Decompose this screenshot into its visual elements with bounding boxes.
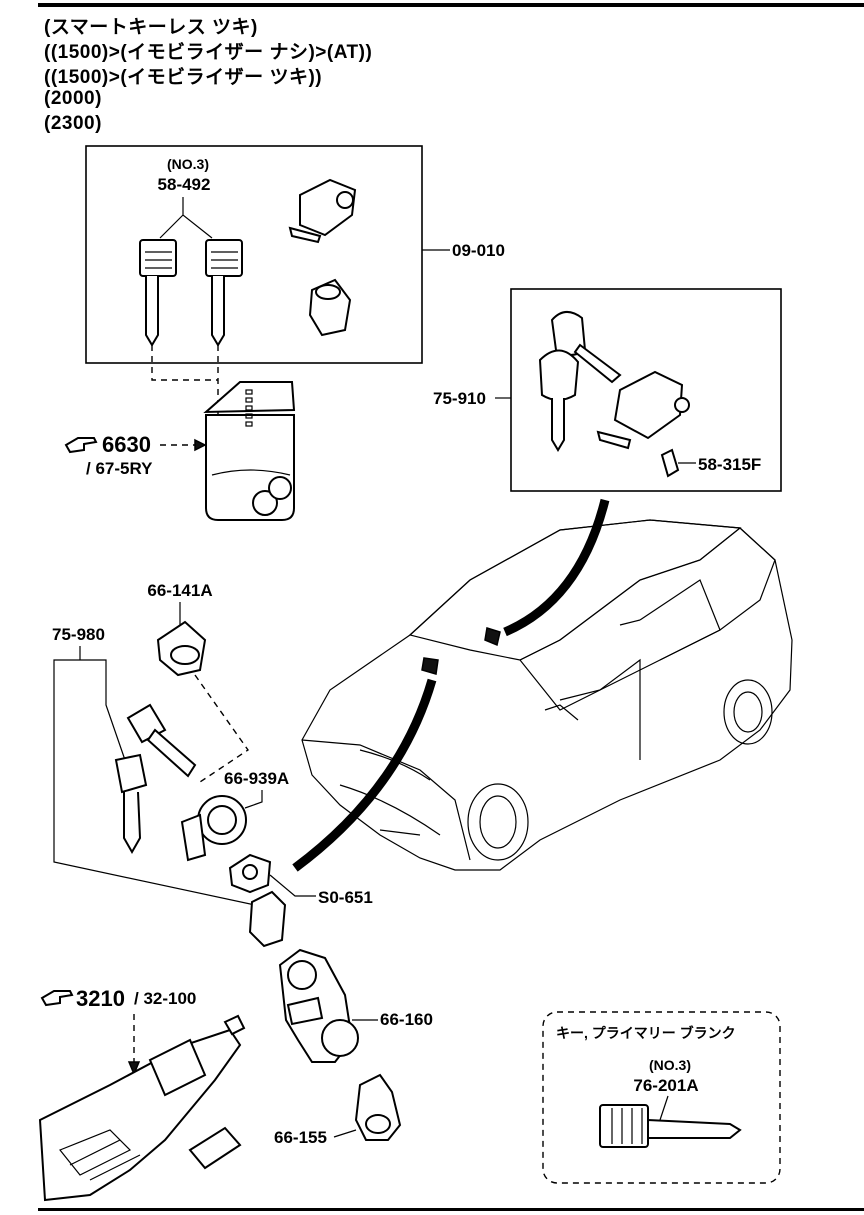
leader-76-201A bbox=[659, 1095, 669, 1121]
hand-pointer-icon-3210 bbox=[40, 990, 74, 1007]
key-58-492-left[interactable] bbox=[139, 239, 177, 347]
leader-75-980 bbox=[53, 646, 256, 906]
cap-66-141A[interactable] bbox=[156, 620, 207, 677]
arrow-3210 bbox=[127, 1061, 141, 1076]
label-58-492[interactable]: 58-492 bbox=[158, 175, 211, 194]
label-75-910[interactable]: 75-910 bbox=[433, 389, 486, 408]
condition-line-5: (2300) bbox=[44, 113, 102, 134]
leader-66-939A bbox=[244, 790, 263, 809]
ref-32-100: / 32-100 bbox=[134, 989, 196, 1008]
label-58-315F[interactable]: 58-315F bbox=[698, 455, 761, 474]
label-76-201A[interactable]: 76-201A bbox=[633, 1076, 698, 1095]
leader-66-155 bbox=[333, 1129, 357, 1138]
blank-key-box bbox=[542, 1011, 781, 1184]
condition-line-4: (2000) bbox=[44, 88, 102, 109]
leader-S0-651 bbox=[269, 874, 316, 897]
key-75-980-upper[interactable] bbox=[126, 703, 197, 778]
condition-line-2: ((1500)>(イモビライザー ナシ)>(AT)) bbox=[44, 42, 373, 63]
top-border bbox=[38, 3, 864, 7]
label-66-155[interactable]: 66-155 bbox=[274, 1128, 327, 1147]
lock-cylinder-66-155[interactable] bbox=[354, 1073, 402, 1141]
blank-key-76-201A[interactable] bbox=[599, 1104, 742, 1148]
blank-key-box-title: キー, プライマリー ブランク bbox=[556, 1025, 736, 1041]
ring-66-939A[interactable] bbox=[180, 795, 247, 862]
label-66-160[interactable]: 66-160 bbox=[380, 1010, 433, 1029]
leader-58-492 bbox=[159, 197, 213, 239]
label-76-201A-note: (NO.3) bbox=[649, 1057, 691, 1073]
vehicle-illustration bbox=[301, 519, 793, 871]
leader-cap-to-ring bbox=[194, 674, 249, 783]
leader-keys-to-fob bbox=[151, 345, 219, 415]
switch-ignition-lower[interactable] bbox=[248, 890, 287, 948]
kit-box-75-910 bbox=[510, 288, 782, 492]
door-handle-highlight bbox=[421, 627, 501, 675]
lock-assembly-75-910[interactable] bbox=[596, 370, 690, 450]
label-66-939A[interactable]: 66-939A bbox=[224, 769, 289, 788]
arrow-6630 bbox=[194, 438, 207, 452]
steering-lock-66-160[interactable] bbox=[278, 948, 359, 1063]
ref-67-5RY: / 67-5RY bbox=[86, 459, 153, 478]
clip-58-315F[interactable] bbox=[660, 448, 680, 478]
kit-box-09-010 bbox=[85, 145, 423, 364]
label-S0-651[interactable]: S0-651 bbox=[318, 888, 373, 907]
remote-fob-6630[interactable] bbox=[203, 381, 296, 521]
trunk-lock-cylinder-09-010[interactable] bbox=[308, 278, 352, 337]
key-58-492-right[interactable] bbox=[205, 239, 243, 347]
key-75-980-lower[interactable] bbox=[114, 753, 148, 855]
ref-3210[interactable]: 3210 bbox=[76, 986, 125, 1011]
thick-leader-door bbox=[503, 498, 610, 637]
hand-pointer-icon-6630 bbox=[64, 437, 98, 454]
label-58-492-note: (NO.3) bbox=[167, 156, 209, 172]
ref-6630[interactable]: 6630 bbox=[102, 432, 151, 457]
condition-line-1: (スマートキーレス ツキ) bbox=[44, 17, 258, 38]
key-75-910-lower[interactable] bbox=[538, 349, 580, 452]
label-66-141A[interactable]: 66-141A bbox=[147, 581, 212, 600]
module-S0-651[interactable] bbox=[228, 853, 272, 894]
bottom-border bbox=[38, 1208, 864, 1211]
thick-leader-ignition bbox=[292, 678, 437, 872]
label-09-010[interactable]: 09-010 bbox=[452, 241, 505, 260]
door-lock-cylinder-09-010[interactable] bbox=[288, 178, 357, 244]
key-75-910-upper[interactable] bbox=[550, 311, 622, 384]
condition-line-3: ((1500)>(イモビライザー ツキ)) bbox=[44, 67, 323, 88]
steering-column-3210[interactable] bbox=[38, 1014, 246, 1202]
label-75-980[interactable]: 75-980 bbox=[52, 625, 105, 644]
